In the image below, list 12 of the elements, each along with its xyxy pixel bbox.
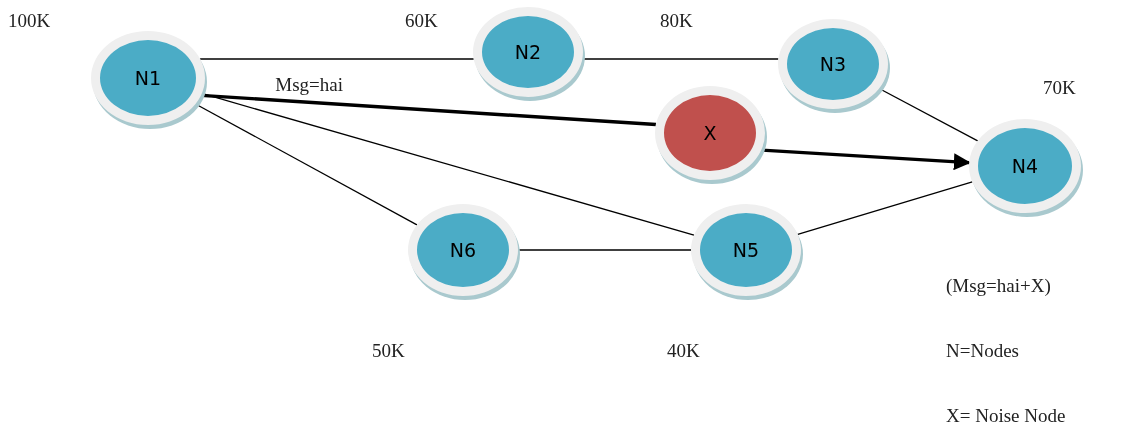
connector-line: [199, 58, 475, 60]
capacity-label: 40K: [667, 340, 700, 362]
capacity-label: 70K: [1043, 77, 1076, 99]
capacity-label: 60K: [405, 10, 438, 32]
note-text: (Msg=hai+X): [946, 275, 1051, 297]
connector-line: [797, 181, 973, 236]
note-text: 80K: [660, 10, 693, 32]
note-text: X= Noise Node: [946, 405, 1066, 427]
connector-line: [517, 249, 692, 251]
capacity-label: 50K: [372, 340, 405, 362]
capacity-label: 100K: [8, 10, 51, 32]
note-text: N=Nodes: [946, 340, 1019, 362]
